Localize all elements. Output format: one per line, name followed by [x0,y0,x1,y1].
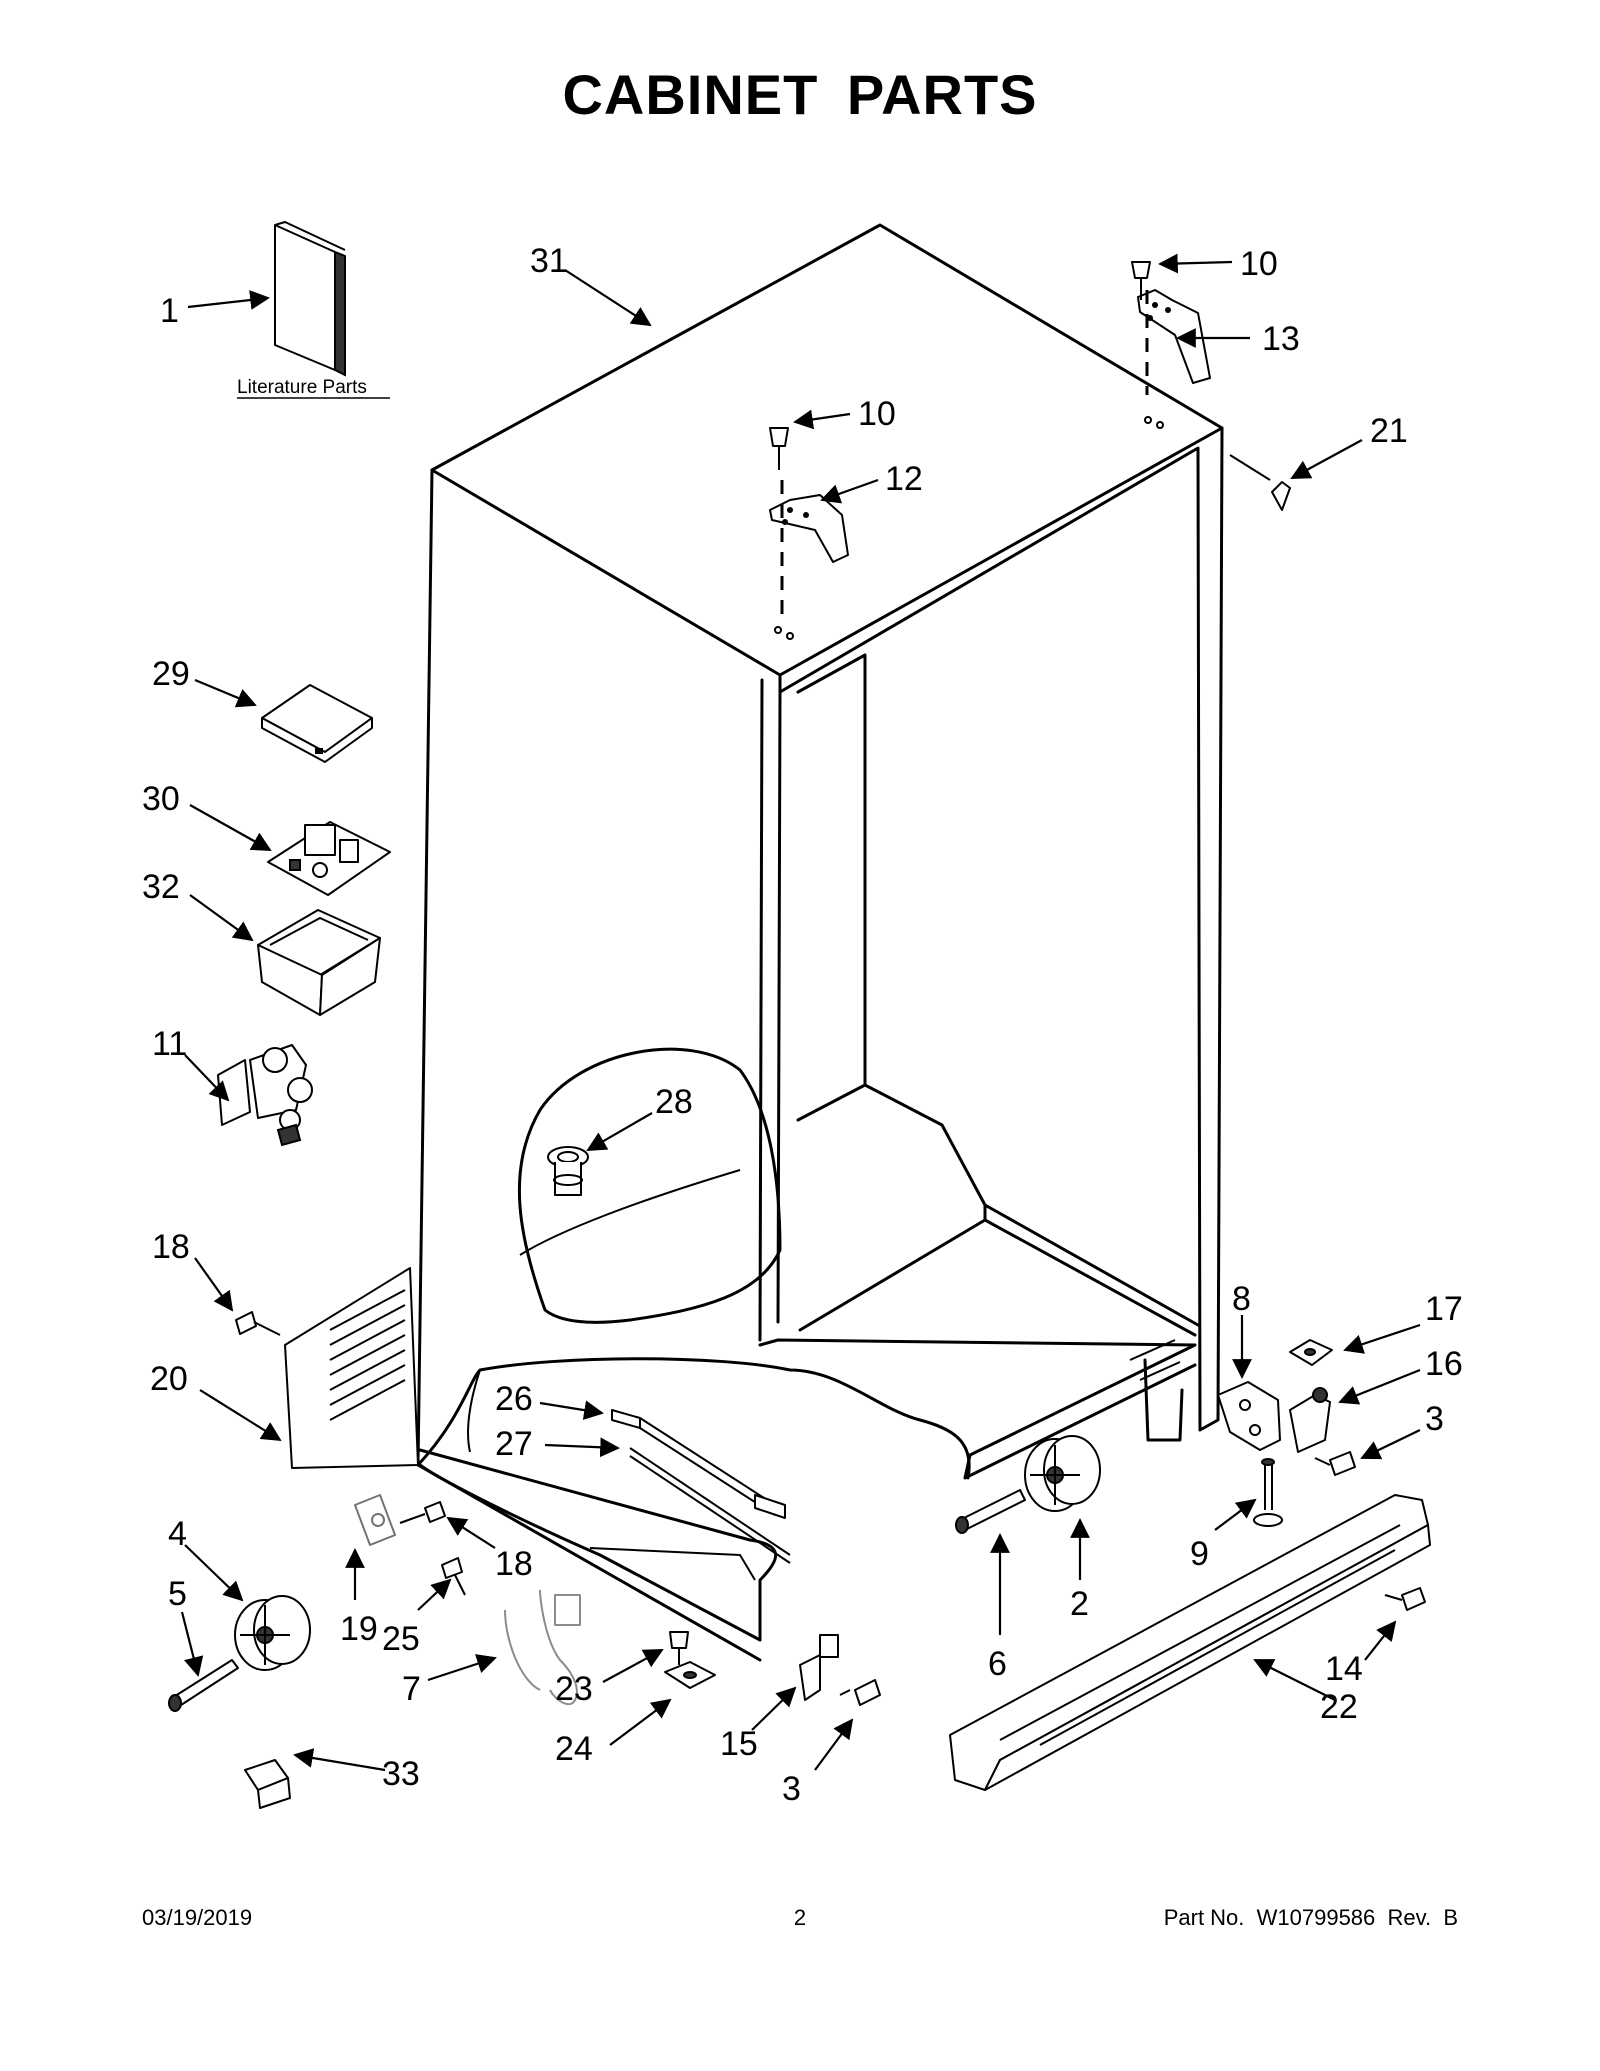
screw-3-bottom [839,1679,881,1706]
cutaway-window [517,1047,782,1324]
callout-26: 26 [495,1380,533,1418]
bracket-15 [799,1634,839,1701]
callout-3-right: 3 [1425,1400,1444,1438]
callout-19: 19 [340,1610,378,1648]
callout-6: 6 [988,1645,1007,1683]
callout-18-top: 18 [152,1228,190,1266]
screw-14 [1384,1587,1426,1611]
callout-24: 24 [555,1730,593,1768]
callout-11: 11 [152,1025,187,1063]
screw-25 [441,1557,466,1596]
callout-30: 30 [142,780,180,818]
callout-10-right: 10 [1240,245,1278,283]
page-title: CABINET PARTS [562,63,1038,126]
callout-16: 16 [1425,1345,1463,1383]
callout-18-bottom: 18 [495,1545,533,1583]
callout-3-bottom: 3 [782,1770,801,1808]
callout-2: 2 [1070,1585,1089,1623]
leveler-9 [1253,1458,1283,1527]
footer-date: 03/19/2019 [142,1905,253,1930]
screw-10-right [1131,261,1151,300]
top-hinge-right [1137,289,1211,429]
callout-1: 1 [160,292,179,330]
washer-24 [664,1661,716,1689]
callout-12: 12 [885,460,923,498]
washer-17 [1289,1339,1333,1366]
callout-27: 27 [495,1425,533,1463]
axle-5 [168,1659,239,1712]
cover-29 [261,684,373,763]
callout-leaders [180,253,1421,1772]
screw-18-bottom [399,1501,446,1524]
callout-33: 33 [382,1755,420,1793]
callout-9: 9 [1190,1535,1209,1573]
control-board-30 [267,821,391,896]
callout-10-left: 10 [858,395,896,433]
screw-23 [669,1631,689,1665]
top-hinge-left [769,480,849,640]
callout-31: 31 [530,242,568,280]
tube-27 [629,1447,791,1564]
housing-32 [257,909,381,1016]
axle-6 [955,1489,1026,1534]
callout-23: 23 [555,1670,593,1708]
callout-32: 32 [142,868,180,906]
callout-5: 5 [168,1575,187,1613]
callout-7: 7 [402,1670,421,1708]
roller-wheel-2 [1024,1435,1101,1512]
literature-booklet [274,221,346,377]
callout-20: 20 [150,1360,188,1398]
cabinet-shell [416,223,1224,1662]
callout-29: 29 [152,655,190,693]
callout-8: 8 [1232,1280,1251,1318]
cabinet-cutaway-bottom [416,1357,971,1642]
callout-28: 28 [655,1083,693,1121]
screw-3-right [1314,1451,1356,1476]
callout-22: 22 [1320,1688,1358,1726]
callout-25: 25 [382,1620,420,1658]
bracket-19 [354,1494,396,1546]
drain-fitting-28 [547,1146,589,1196]
callout-15: 15 [720,1725,758,1763]
drain-trap-7 [504,1589,581,1706]
callout-14: 14 [1325,1650,1363,1688]
screw-10-left [769,427,789,470]
callout-17: 17 [1425,1290,1463,1328]
roller-wheel-4 [234,1595,311,1671]
clip-33 [244,1759,291,1809]
tube-26 [611,1409,786,1519]
grille-20 [284,1267,419,1469]
literature-parts-label: Literature Parts [237,377,367,398]
hinge-bracket-8 [1217,1381,1281,1451]
water-valve-11 [217,1044,313,1147]
toe-grille-22 [949,1494,1431,1791]
hinge-pin-16 [1289,1387,1331,1453]
footer-part-number: Part No. W10799586 Rev. B [1163,1905,1458,1930]
clip-21 [1229,454,1291,511]
footer-page-number: 2 [793,1905,807,1930]
callout-numbers: 1 31 10 10 13 21 12 29 30 32 11 28 18 20… [142,242,1463,1808]
callout-13: 13 [1262,320,1300,358]
callout-4: 4 [168,1515,187,1553]
screw-18-top [235,1311,281,1336]
callout-21: 21 [1370,412,1408,450]
